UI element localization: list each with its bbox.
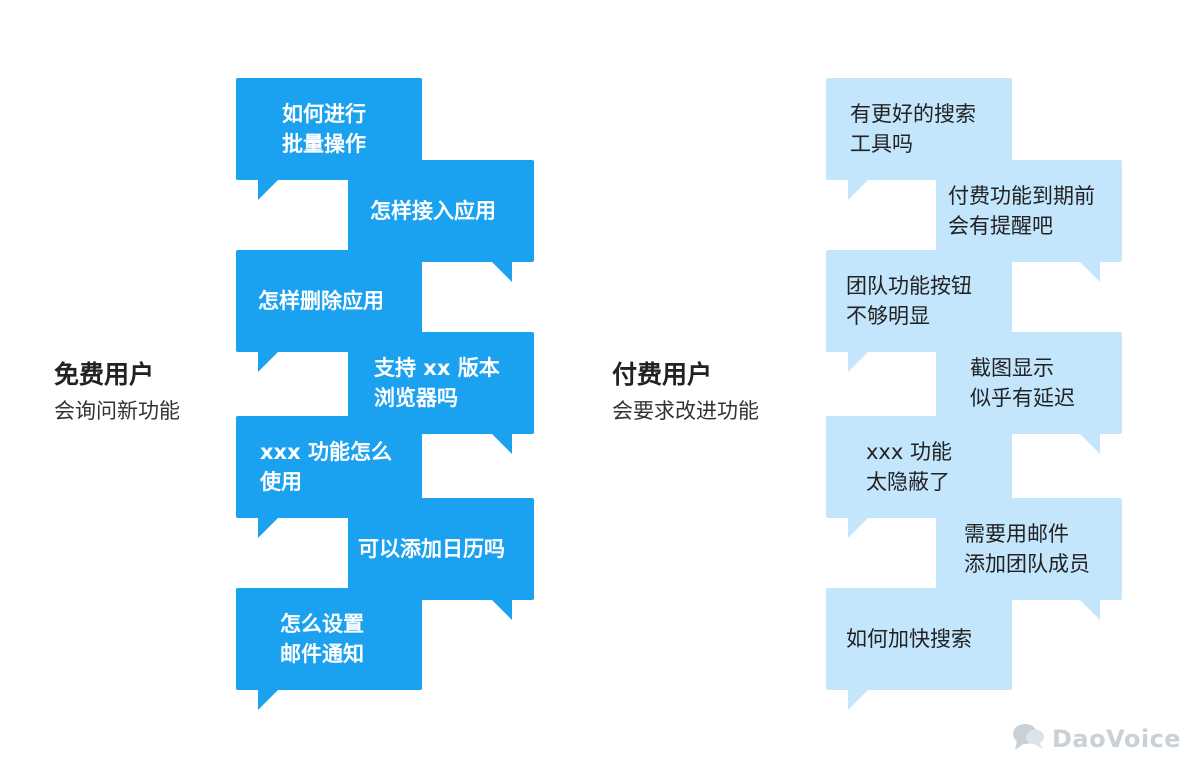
bubble-tail (258, 352, 278, 372)
bubble-text-line: 会有提醒吧 (948, 214, 1053, 238)
free-question-bubble: 如何进行 批量操作 (236, 78, 422, 200)
paid-request-bubble: 有更好的搜索 工具吗 (826, 78, 1012, 200)
bubble-text-line: 截图显示 (970, 356, 1054, 380)
bubble-text-line: 怎么设置 (280, 612, 364, 636)
bubble-text-line: 如何进行 (282, 102, 366, 126)
bubble-tail (848, 518, 868, 538)
bubble-tail (258, 518, 278, 538)
bubble-text-line: 添加团队成员 (964, 552, 1090, 576)
bubble-text-line: 如何加快搜索 (846, 627, 972, 651)
paid-request-bubble: 如何加快搜索 (826, 588, 1012, 710)
bubble-text-line: 怎样接入应用 (370, 199, 496, 223)
bubble-tail (258, 690, 278, 710)
bubble-text-line: 太隐蔽了 (866, 470, 950, 494)
bubble-tail (258, 180, 278, 200)
free-users-subtitle: 会询问新功能 (54, 399, 180, 423)
paid-users-label: 付费用户 会要求改进功能 (612, 358, 759, 426)
free-users-title: 免费用户 (54, 360, 155, 389)
chat-bubbles-icon (1012, 722, 1046, 756)
free-question-bubble: 怎样删除应用 (236, 250, 422, 372)
bubble-text-line: 可以添加日历吗 (358, 537, 505, 561)
bubble-text-line: 工具吗 (850, 132, 913, 156)
bubble-tail (1080, 262, 1100, 282)
bubble-text-line: xxx 功能怎么 (260, 440, 392, 464)
bubble-tail (492, 600, 512, 620)
bubble-text-line: 不够明显 (846, 304, 930, 328)
bubble-text-line: 团队功能按钮 (846, 274, 972, 298)
bubble-text-line: xxx 功能 (866, 440, 952, 464)
bubble-text-line: 需要用邮件 (964, 522, 1069, 546)
paid-users-title: 付费用户 (612, 360, 713, 389)
bubble-text-line: 有更好的搜索 (850, 102, 976, 126)
bubble-text-line: 批量操作 (282, 132, 366, 156)
bubble-text-line: 邮件通知 (280, 642, 364, 666)
bubble-tail (848, 180, 868, 200)
bubble-tail (1080, 434, 1100, 454)
bubble-text-line: 浏览器吗 (374, 386, 458, 410)
bubble-text-line: 似乎有延迟 (970, 386, 1075, 410)
bubble-text-line: 付费功能到期前 (948, 184, 1095, 208)
paid-request-bubble: xxx 功能 太隐蔽了 (826, 416, 1012, 538)
bubble-text-line: 怎样删除应用 (258, 289, 384, 313)
free-question-bubble: 怎么设置 邮件通知 (236, 588, 422, 710)
logo-text: DaoVoice (1052, 725, 1182, 753)
paid-users-subtitle: 会要求改进功能 (612, 399, 759, 423)
free-question-bubble: 可以添加日历吗 (348, 498, 534, 620)
free-question-bubble: xxx 功能怎么 使用 (236, 416, 422, 538)
bubble-tail (492, 262, 512, 282)
bubble-tail (848, 690, 868, 710)
daovoice-logo: DaoVoice (1012, 722, 1181, 756)
paid-request-bubble: 团队功能按钮 不够明显 (826, 250, 1012, 372)
free-question-bubble: 怎样接入应用 (348, 160, 534, 282)
bubble-text-line: 使用 (260, 470, 302, 494)
bubble-tail (1080, 600, 1100, 620)
free-users-label: 免费用户 会询问新功能 (54, 358, 180, 426)
bubble-tail (848, 352, 868, 372)
bubble-tail (492, 434, 512, 454)
bubble-text-line: 支持 xx 版本 (374, 356, 500, 380)
